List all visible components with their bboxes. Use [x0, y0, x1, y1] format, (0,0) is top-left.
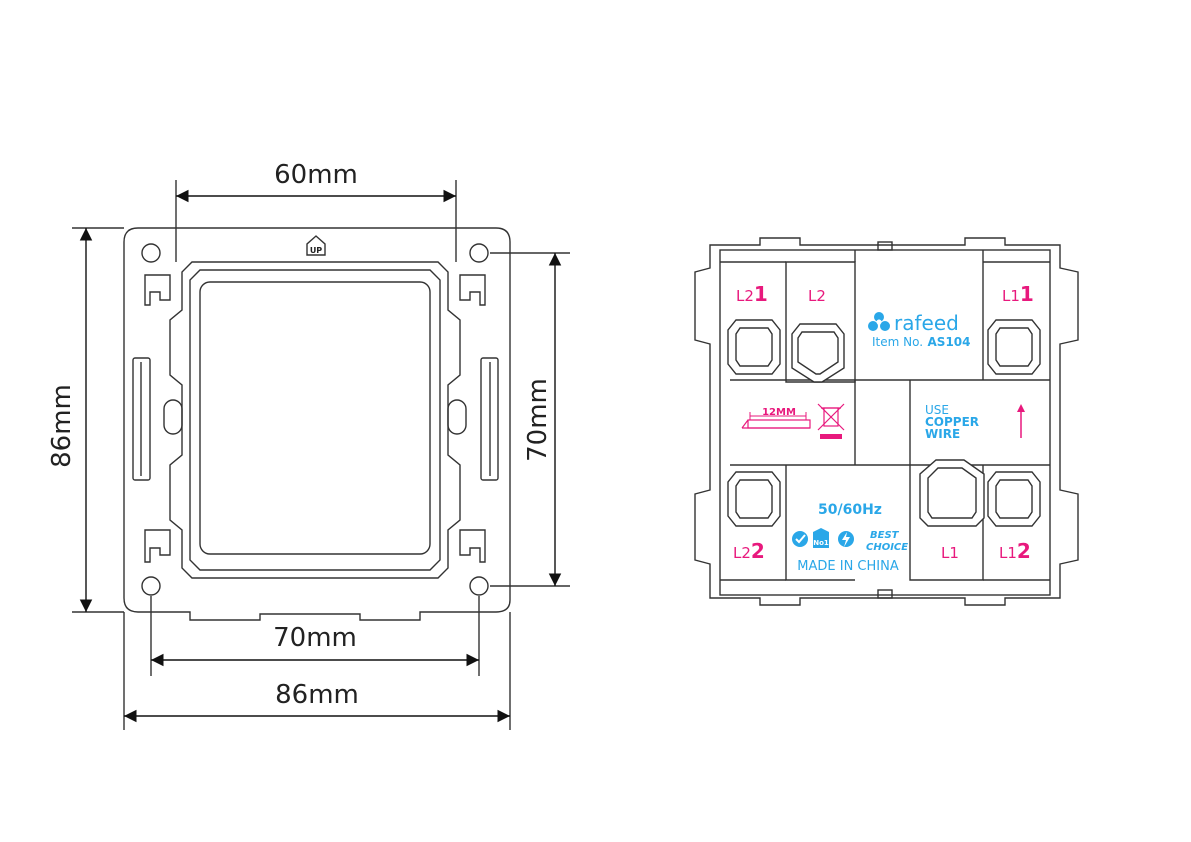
wire-use-text: USE [925, 403, 949, 417]
terminal-hole [919, 459, 985, 527]
choice-text: CHOICE [866, 542, 908, 553]
front-frame: UP 60mm 86mm [47, 160, 570, 730]
dim-label-70-bottom: 70mm [273, 623, 357, 653]
strip-length-label: 12MM [762, 407, 796, 418]
weee-bin-icon [817, 403, 845, 439]
clip [144, 529, 171, 563]
made-in-text: MADE IN CHINA [797, 559, 899, 574]
module-outline [694, 237, 1079, 606]
inner-frame [169, 261, 461, 579]
up-arrow-icon: UP [306, 235, 326, 256]
terminal-hole [987, 471, 1041, 527]
brand-logo-icon [868, 312, 890, 331]
side-slot [132, 357, 151, 481]
frequency-text: 50/60Hz [818, 502, 882, 518]
screw-slot [163, 399, 183, 435]
cert-check-icon [792, 531, 808, 547]
mount-hole [469, 576, 489, 596]
terminal-label-l1-1: L11 [1002, 282, 1034, 306]
screw-slot [447, 399, 467, 435]
arrow-up-icon [1017, 404, 1025, 438]
clip [459, 529, 486, 563]
terminal-label-l1: L1 [941, 544, 959, 562]
cert-no1-icon: No1 [813, 528, 829, 548]
dim-label-86-left: 86mm [47, 384, 77, 468]
up-mark-text: UP [310, 246, 322, 255]
wire-copper-text: COPPER [925, 415, 979, 429]
terminal-label-l2-2: L22 [733, 539, 765, 563]
mount-hole [141, 243, 161, 263]
terminal-hole [727, 319, 781, 375]
terminal-label-l2: L2 [808, 287, 826, 305]
dim-label-70-right: 70mm [523, 378, 553, 462]
clip [459, 274, 486, 306]
clip [144, 274, 171, 306]
item-number: Item No. AS104 [872, 333, 971, 350]
dim-label-86-bottom: 86mm [275, 680, 359, 710]
cert-bolt-icon [838, 531, 854, 547]
wire-wire-text: WIRE [925, 427, 960, 441]
mount-hole [141, 576, 161, 596]
frame-outline [123, 227, 511, 621]
terminal-label-l2-1: L21 [736, 282, 768, 306]
cert-no1-text: No1 [813, 539, 829, 547]
best-text: BEST [870, 530, 900, 541]
terminal-hole [791, 323, 845, 383]
inner-opening [199, 281, 431, 555]
terminal-hole [987, 319, 1041, 375]
brand-name: rafeed [894, 311, 959, 335]
side-slot [480, 357, 499, 481]
terminal-label-l1-2: L12 [999, 539, 1031, 563]
terminal-hole [727, 471, 781, 527]
dim-label-60: 60mm [274, 160, 358, 190]
mount-hole [469, 243, 489, 263]
strip-gauge: 12MM [741, 407, 811, 429]
switch-module: L21 L2 L11 L22 L1 L12 rafeed Item No. AS… [694, 237, 1079, 606]
